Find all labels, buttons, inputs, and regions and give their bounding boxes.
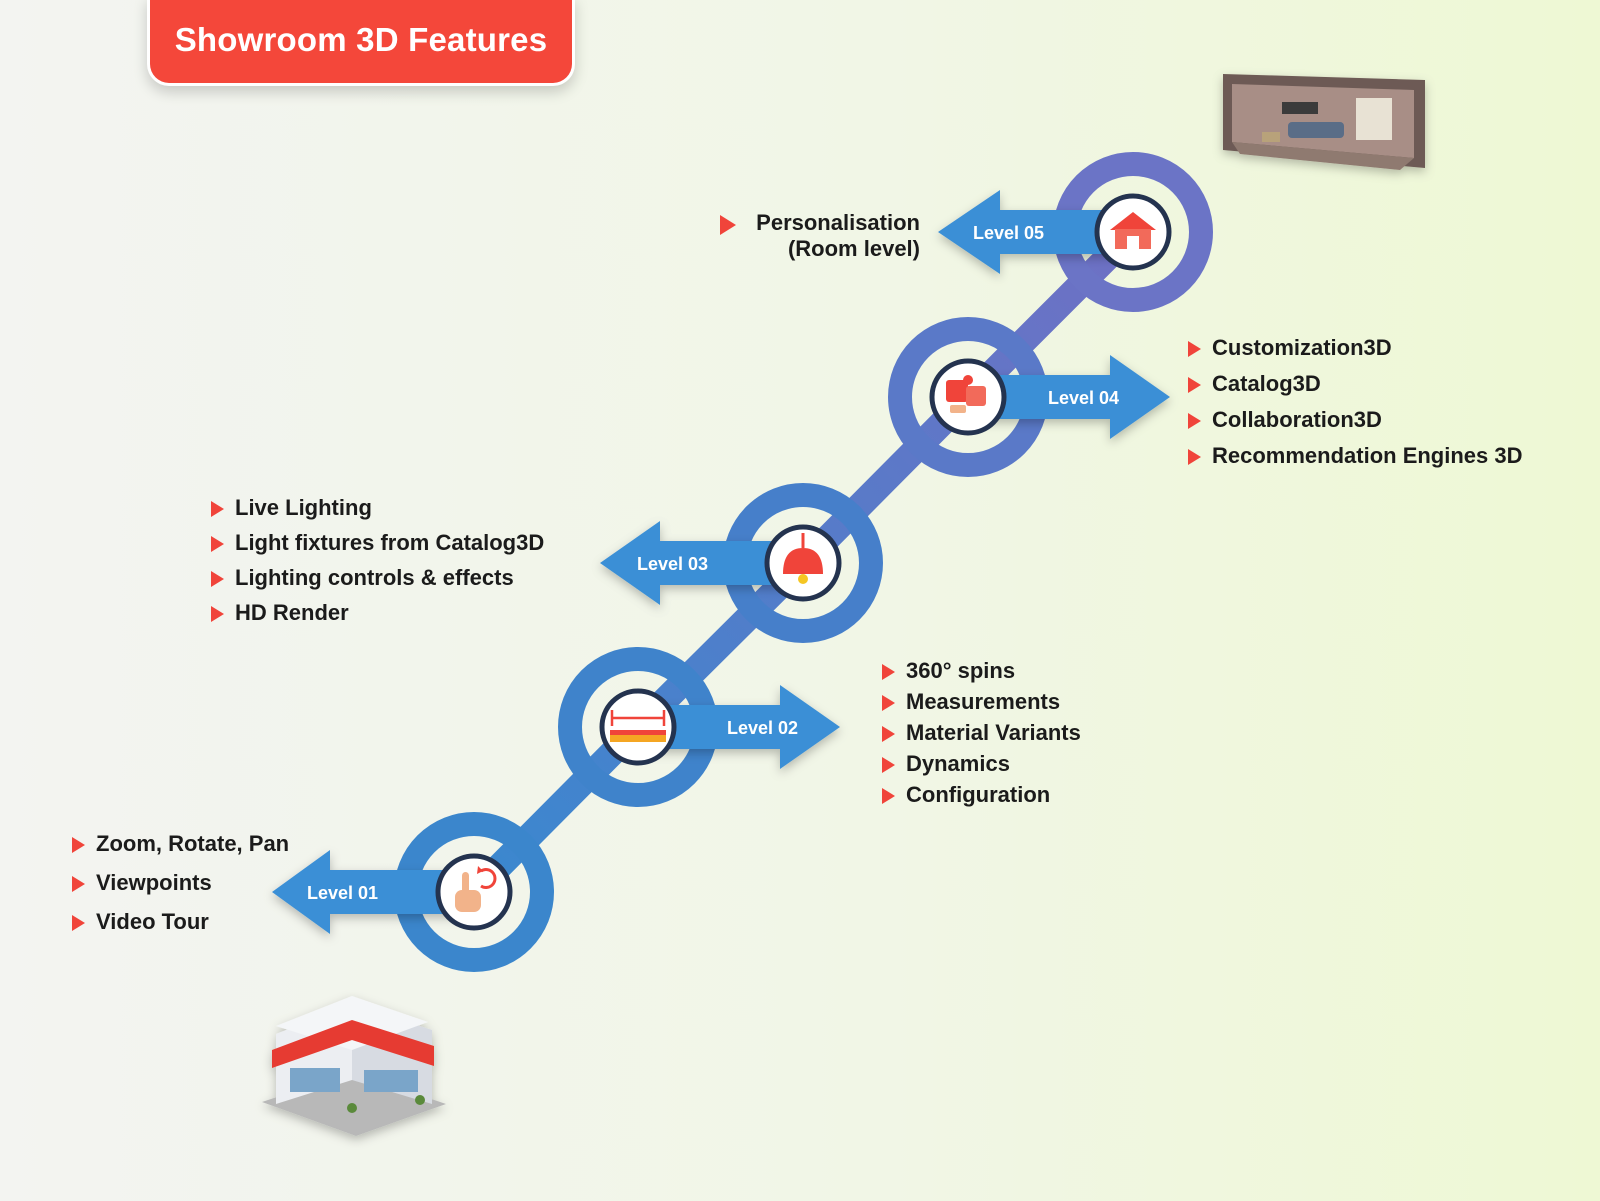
level-01-label: Level 01 bbox=[307, 883, 378, 903]
list-item: Lighting controls & effects bbox=[211, 567, 544, 602]
storefront-illustration bbox=[262, 996, 446, 1136]
bullet-icon bbox=[882, 664, 895, 680]
bullet-icon bbox=[72, 837, 85, 853]
bullet-icon bbox=[882, 757, 895, 773]
arrow-level-01: Level 01 bbox=[272, 850, 470, 934]
list-item: 360° spins bbox=[882, 660, 1081, 691]
arrow-level-02: Level 02 bbox=[640, 685, 840, 769]
list-item: Configuration bbox=[882, 784, 1081, 815]
list-item: Light fixtures from Catalog3D bbox=[211, 532, 544, 567]
arrow-level-05: Level 05 bbox=[938, 190, 1130, 274]
bullet-icon bbox=[211, 571, 224, 587]
title-badge: Showroom 3D Features bbox=[147, 0, 575, 86]
bullet-icon bbox=[211, 606, 224, 622]
list-item: Measurements bbox=[882, 691, 1081, 722]
bullet-icon bbox=[72, 876, 85, 892]
arrow-level-03: Level 03 bbox=[600, 521, 800, 605]
bullet-icon bbox=[72, 915, 85, 931]
bullet-icon bbox=[211, 501, 224, 517]
bullet-icon bbox=[1188, 449, 1201, 465]
list-item: HD Render bbox=[211, 602, 544, 637]
puzzle-icon bbox=[929, 358, 1007, 436]
list-item: Personalisation (Room level) bbox=[720, 210, 920, 262]
list-item: Live Lighting bbox=[211, 497, 544, 532]
bullet-icon bbox=[882, 788, 895, 804]
level-01-features: Zoom, Rotate, Pan Viewpoints Video Tour bbox=[72, 833, 289, 950]
ruler-measure-icon bbox=[599, 688, 677, 766]
bullet-icon bbox=[1188, 341, 1201, 357]
list-item: Viewpoints bbox=[72, 872, 289, 911]
list-item: Catalog3D bbox=[1188, 373, 1523, 409]
bullet-icon bbox=[720, 215, 736, 235]
bullet-icon bbox=[211, 536, 224, 552]
list-item: Customization3D bbox=[1188, 337, 1523, 373]
bullet-icon bbox=[1188, 377, 1201, 393]
level-05-label: Level 05 bbox=[973, 223, 1044, 243]
bullet-icon bbox=[882, 726, 895, 742]
level-03-label: Level 03 bbox=[637, 554, 708, 574]
level-02-label: Level 02 bbox=[727, 718, 798, 738]
list-item: Collaboration3D bbox=[1188, 409, 1523, 445]
level-03-features: Live Lighting Light fixtures from Catalo… bbox=[211, 497, 544, 637]
level-05-features: Personalisation (Room level) bbox=[720, 210, 920, 262]
list-item: Video Tour bbox=[72, 911, 289, 950]
bullet-icon bbox=[1188, 413, 1201, 429]
list-item: Dynamics bbox=[882, 753, 1081, 784]
level-04-label: Level 04 bbox=[1048, 388, 1119, 408]
level-04-features: Customization3D Catalog3D Collaboration3… bbox=[1188, 337, 1523, 481]
arrow-level-04: Level 04 bbox=[970, 355, 1170, 439]
list-item: Recommendation Engines 3D bbox=[1188, 445, 1523, 481]
house-icon bbox=[1094, 193, 1172, 271]
page-title: Showroom 3D Features bbox=[174, 20, 548, 58]
hand-rotate-icon bbox=[435, 853, 513, 931]
lamp-icon bbox=[764, 524, 842, 602]
bullet-icon bbox=[882, 695, 895, 711]
room-illustration bbox=[1223, 74, 1425, 170]
level-02-features: 360° spins Measurements Material Variant… bbox=[882, 660, 1081, 815]
list-item: Zoom, Rotate, Pan bbox=[72, 833, 289, 872]
list-item: Material Variants bbox=[882, 722, 1081, 753]
